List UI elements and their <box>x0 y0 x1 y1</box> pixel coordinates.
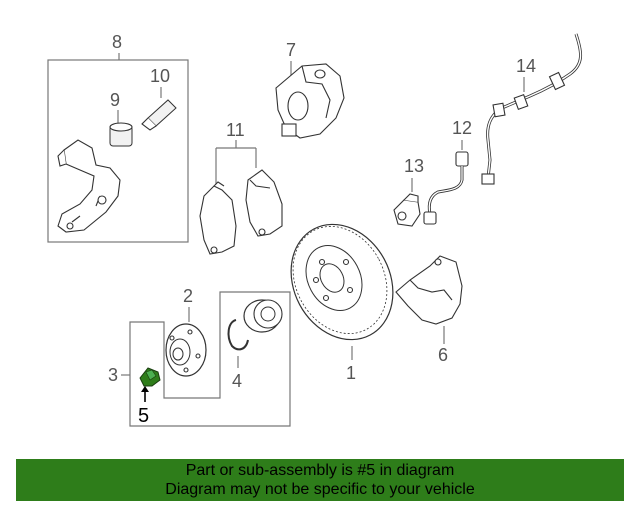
callout-group-3[interactable]: 3 <box>108 291 291 427</box>
caliper-bracket[interactable] <box>57 139 121 233</box>
callout-group-9[interactable]: 9 <box>109 90 133 147</box>
callout-group-1[interactable]: 1 <box>346 346 356 383</box>
parts-diagram: 8 9 10 11 7 <box>47 32 582 427</box>
guide-pin[interactable] <box>147 99 177 127</box>
callout-group-8[interactable]: 8 <box>47 32 189 243</box>
bracket-box <box>47 59 189 243</box>
callout-11[interactable]: 11 <box>226 120 245 140</box>
callout-4[interactable]: 4 <box>232 371 242 391</box>
callout-group-11[interactable]: 11 <box>215 120 257 186</box>
hub-bolt[interactable] <box>139 367 161 387</box>
callout-10[interactable]: 10 <box>150 66 170 86</box>
callout-13[interactable]: 13 <box>404 156 424 176</box>
callout-6[interactable]: 6 <box>438 345 448 365</box>
info-banner: Part or sub-assembly is #5 in diagram Di… <box>16 459 624 501</box>
snap-ring[interactable] <box>227 319 249 351</box>
callout-group-14[interactable]: 14 <box>516 56 536 92</box>
brake-rotor[interactable] <box>271 206 412 357</box>
callout-12[interactable]: 12 <box>452 118 472 138</box>
splash-shield[interactable] <box>395 255 463 325</box>
brake-wear-sensor[interactable] <box>481 33 582 185</box>
callout-1[interactable]: 1 <box>346 363 356 383</box>
callout-2[interactable]: 2 <box>183 286 193 306</box>
hose-bracket[interactable] <box>393 193 421 227</box>
callout-8[interactable]: 8 <box>112 32 122 52</box>
callout-group-6[interactable]: 6 <box>438 326 448 365</box>
brake-pad-outer[interactable] <box>245 169 283 237</box>
callout-7[interactable]: 7 <box>286 40 296 60</box>
callout-group-13[interactable]: 13 <box>404 156 424 192</box>
wheel-hub[interactable] <box>165 323 207 377</box>
callout-14[interactable]: 14 <box>516 56 536 76</box>
hub-assembly-box <box>129 291 291 427</box>
callout-9[interactable]: 9 <box>110 90 120 110</box>
banner-line-1: Part or sub-assembly is #5 in diagram <box>185 462 455 479</box>
callout-3[interactable]: 3 <box>108 365 118 385</box>
brake-hose[interactable] <box>423 151 469 225</box>
callout-group-5[interactable]: 5 <box>138 386 149 427</box>
callout-5[interactable]: 5 <box>138 405 149 427</box>
brake-pad-inner[interactable] <box>199 181 237 255</box>
wheel-bearing[interactable] <box>243 299 283 333</box>
banner-line-2: Diagram may not be specific to your vehi… <box>165 481 475 498</box>
callout-group-10[interactable]: 10 <box>141 66 177 131</box>
callout-group-4[interactable]: 4 <box>232 356 242 391</box>
brake-caliper[interactable] <box>275 63 345 139</box>
callout-group-12[interactable]: 12 <box>452 118 472 150</box>
callout-group-2[interactable]: 2 <box>183 286 193 322</box>
